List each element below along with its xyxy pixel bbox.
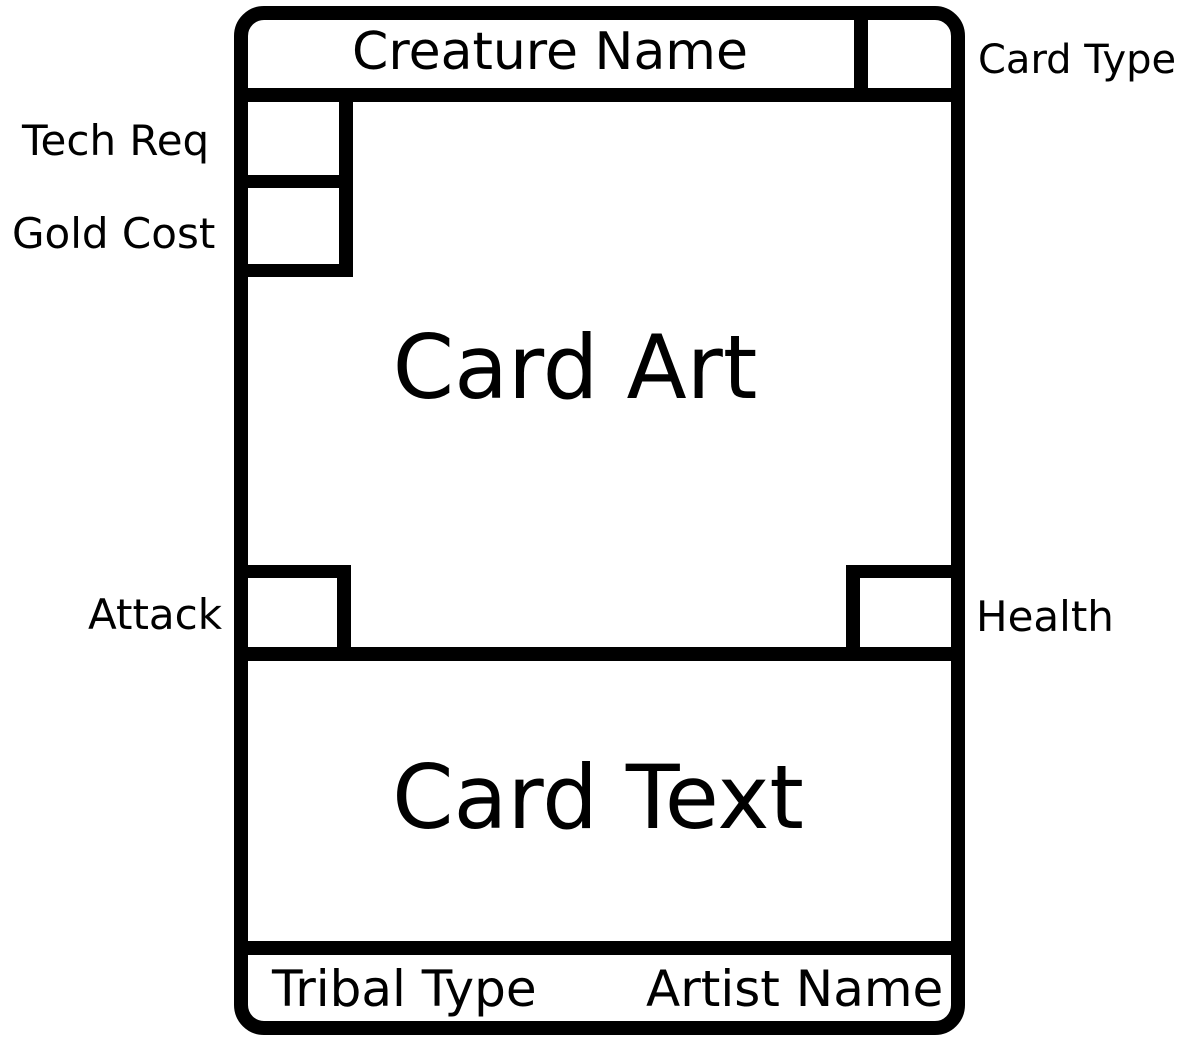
card-text-label: Card Text xyxy=(392,746,804,849)
card-type-box-divider xyxy=(854,14,868,94)
creature-name-label: Creature Name xyxy=(352,22,748,82)
health-box xyxy=(846,565,956,655)
tech-req-label: Tech Req xyxy=(22,116,210,165)
health-label: Health xyxy=(976,592,1114,641)
artist-name-label: Artist Name xyxy=(646,960,944,1018)
card-art-label: Card Art xyxy=(392,316,758,419)
tech-req-box xyxy=(242,96,353,188)
card-outline xyxy=(234,6,965,1035)
attack-label: Attack xyxy=(88,590,223,639)
gold-cost-box xyxy=(242,180,353,277)
footer-divider xyxy=(242,941,954,955)
gold-cost-label: Gold Cost xyxy=(12,209,216,258)
card-type-label: Card Type xyxy=(978,37,1177,83)
card-text-divider xyxy=(242,647,954,661)
name-bar-divider xyxy=(242,88,954,102)
tribal-type-label: Tribal Type xyxy=(272,960,537,1018)
attack-box xyxy=(242,565,351,655)
